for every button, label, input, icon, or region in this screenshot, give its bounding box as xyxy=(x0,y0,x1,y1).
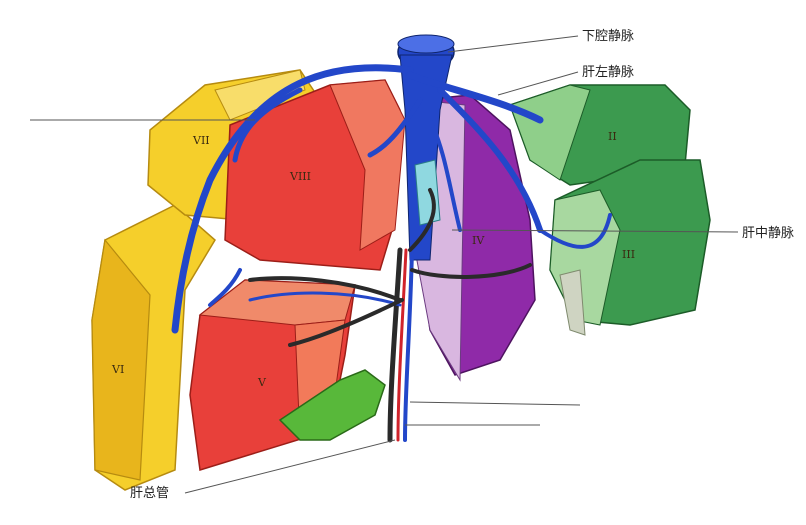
label-common-hepatic-duct: 肝总管 xyxy=(130,486,169,501)
ligament xyxy=(559,269,586,336)
segment-label-viii: VIII xyxy=(289,170,311,183)
segment-label-vii: VII xyxy=(192,134,210,147)
gallbladder xyxy=(278,369,386,441)
segment-label-iii: III xyxy=(622,248,635,261)
segment-label-ii: II xyxy=(608,130,617,143)
segment-viii xyxy=(224,79,406,271)
label-middle-hepatic-vein: 肝中静脉 xyxy=(742,226,794,241)
caudate-lobe xyxy=(414,159,441,226)
hepatic-veins xyxy=(171,64,612,334)
segment-v xyxy=(189,279,356,471)
inferior-vena-cava xyxy=(397,34,455,261)
segment-label-v: V xyxy=(257,376,267,389)
portal-triad xyxy=(248,188,532,443)
label-inferior-vena-cava: 下腔静脉 xyxy=(582,29,634,44)
leader-lines xyxy=(30,35,739,494)
segment-label-iv: IV xyxy=(472,234,485,247)
segment-label-vi: VI xyxy=(111,363,124,376)
label-left-hepatic-vein: 肝左静脉 xyxy=(582,65,634,80)
